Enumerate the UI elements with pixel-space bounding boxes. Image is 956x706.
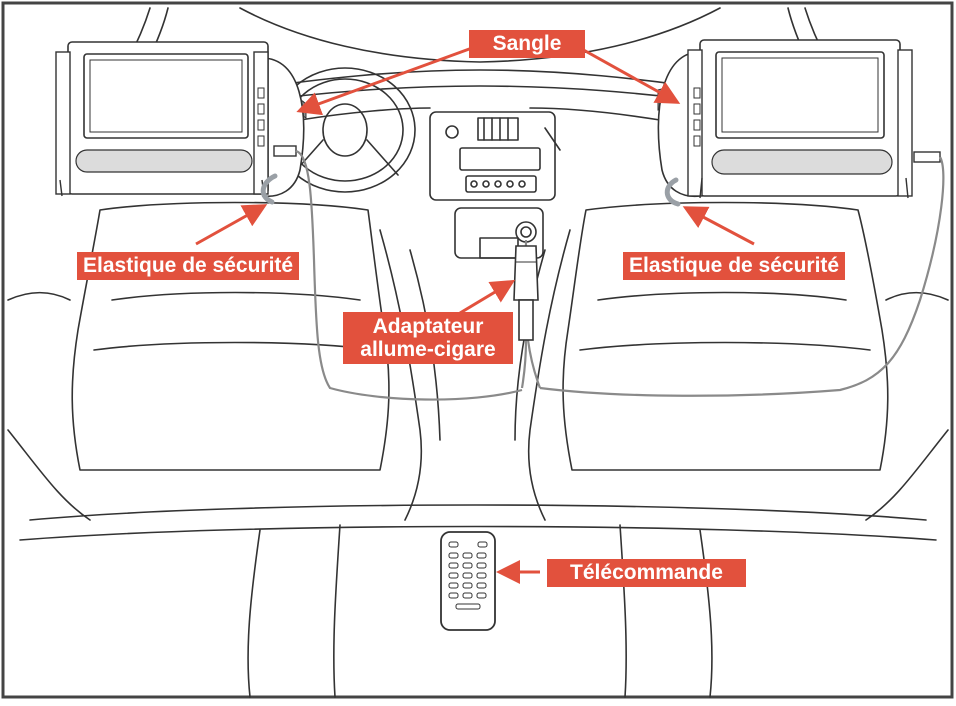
label-safety-elastic-right: Elastique de sécurité [623, 252, 846, 280]
label-safety-elastic-left: Elastique de sécurité [77, 252, 300, 280]
label-strap: Sangle [469, 30, 585, 58]
left-seat-back [71, 201, 390, 471]
right-dc-connector [913, 151, 941, 163]
label-lighter-adapter: Adaptateur allume-cigare [343, 312, 513, 364]
right-seat-back [562, 201, 889, 471]
remote-control-icon [440, 531, 496, 631]
windshield-top [239, 7, 721, 63]
label-remote: Télécommande [547, 559, 746, 587]
arrow-strap-right [579, 46, 681, 104]
radio [459, 147, 541, 171]
arrow-safety-left [195, 204, 268, 246]
arrow-adapter [459, 279, 516, 315]
left-headrest [261, 57, 305, 198]
lighter-socket [515, 221, 537, 243]
arrow-safety-right [682, 206, 755, 246]
cigarette-lighter-plug-icon [513, 245, 539, 341]
right-portable-dvd-player-icon [687, 39, 913, 199]
right-safety-elastic [664, 177, 681, 207]
center-console [429, 111, 556, 201]
label-lighter-adapter-line2: allume-cigare [360, 338, 496, 361]
left-portable-dvd-player-icon [55, 41, 269, 197]
left-safety-elastic [260, 173, 278, 205]
dashboard-top [229, 69, 731, 93]
left-dc-connector [273, 145, 297, 157]
label-lighter-adapter-line1: Adaptateur [372, 315, 484, 338]
callout-arrows [195, 46, 755, 584]
arrow-strap-left [296, 46, 473, 116]
rear-seat-top [29, 504, 927, 521]
